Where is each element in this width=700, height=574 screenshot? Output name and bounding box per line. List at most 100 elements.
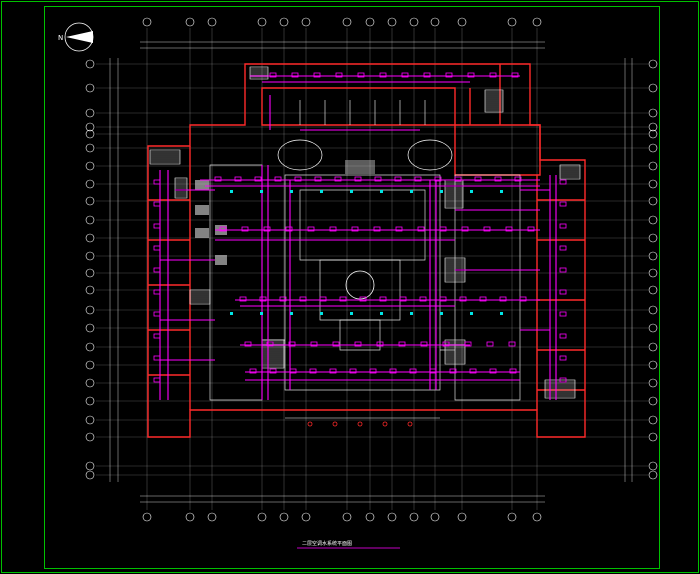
valve-marker <box>440 190 443 193</box>
fan-coil-unit <box>559 311 567 317</box>
grid-bubble-bottom <box>185 512 195 522</box>
fan-coil-unit <box>420 341 428 347</box>
grid-bubble-right <box>648 59 658 69</box>
fan-coil-unit <box>357 72 365 78</box>
grid-bubble-right <box>648 83 658 93</box>
grid-bubble-top <box>279 17 289 27</box>
shaded-area <box>215 255 227 265</box>
fan-coil-unit <box>339 296 347 302</box>
grid-bubble-right <box>648 233 658 243</box>
fan-coil-unit <box>376 341 384 347</box>
fan-coil-unit <box>153 223 161 229</box>
entrance-column <box>382 421 388 427</box>
valve-marker <box>320 190 323 193</box>
fan-coil-unit <box>153 289 161 295</box>
valve-marker <box>470 190 473 193</box>
exterior-wall <box>147 63 586 438</box>
fan-coil-unit <box>389 368 397 374</box>
grid-bubble-bottom <box>257 512 267 522</box>
stair-block <box>189 289 211 305</box>
grid-bubble-bottom <box>532 512 542 522</box>
grid-bubble-bottom <box>430 512 440 522</box>
grid-bubble-right <box>648 415 658 425</box>
grid-bubble-left <box>85 161 95 171</box>
fan-coil-unit <box>379 72 387 78</box>
stair-block <box>149 149 181 165</box>
grid-bubble-left <box>85 342 95 352</box>
partition <box>299 100 426 125</box>
fan-coil-unit <box>244 341 252 347</box>
grid-bubble-top <box>185 17 195 27</box>
fan-coil-unit <box>329 368 337 374</box>
fan-coil-unit <box>299 296 307 302</box>
fan-coil-unit <box>153 201 161 207</box>
fan-coil-unit <box>285 226 293 232</box>
fan-coil-unit <box>153 355 161 361</box>
fan-coil-unit <box>442 341 450 347</box>
hvac-pipes <box>159 75 557 400</box>
grid-bubble-right <box>648 268 658 278</box>
grid-bubble-right <box>648 342 658 352</box>
grid-bubble-bottom <box>301 512 311 522</box>
grid-bubble-bottom <box>342 512 352 522</box>
valve-marker <box>350 312 353 315</box>
grid-bubble-bottom <box>279 512 289 522</box>
fan-coil-unit <box>419 296 427 302</box>
partition <box>209 164 263 401</box>
grid-bubble-right <box>648 470 658 480</box>
fan-coil-unit <box>249 368 257 374</box>
fan-coil-unit <box>241 226 249 232</box>
fan-coil-unit <box>269 72 277 78</box>
fan-coil-unit <box>439 296 447 302</box>
fan-coil-unit <box>474 176 482 182</box>
grid-bubble-left <box>85 323 95 333</box>
fan-coil-unit <box>374 176 382 182</box>
partition <box>262 239 455 351</box>
grid-bubble-left <box>85 108 95 118</box>
fan-coil-unit <box>214 176 222 182</box>
fan-coil-unit <box>254 176 262 182</box>
grid-bubble-top <box>142 17 152 27</box>
partition <box>454 174 521 401</box>
fan-coil-unit <box>279 296 287 302</box>
fan-coil-unit <box>309 368 317 374</box>
fan-coil-unit <box>269 368 277 374</box>
fan-coil-unit <box>559 223 567 229</box>
fan-coil-unit <box>379 296 387 302</box>
fan-coil-unit <box>514 176 522 182</box>
grid-bubble-top <box>387 17 397 27</box>
fan-coil-unit <box>423 72 431 78</box>
entrance-column <box>357 421 363 427</box>
grid-bubble-bottom <box>457 512 467 522</box>
valve-marker <box>440 312 443 315</box>
grid-bubble-top <box>457 17 467 27</box>
exterior-wall <box>148 199 190 376</box>
grid-bubble-bottom <box>142 512 152 522</box>
fan-coil-unit <box>519 296 527 302</box>
fan-coil-unit <box>464 341 472 347</box>
fan-coil-unit <box>263 226 271 232</box>
valve-marker <box>260 190 263 193</box>
fan-coil-unit <box>313 72 321 78</box>
fan-coil-unit <box>434 176 442 182</box>
fan-coil-unit <box>401 72 409 78</box>
fan-coil-unit <box>479 296 487 302</box>
grid-bubble-bottom <box>387 512 397 522</box>
exterior-wall <box>469 64 501 125</box>
exterior-wall <box>454 124 541 176</box>
grid-bubble-bottom <box>409 512 419 522</box>
entrance-column <box>332 421 338 427</box>
fan-coil-unit <box>307 226 315 232</box>
grid-bubble-top <box>532 17 542 27</box>
grid-bubble-right <box>648 323 658 333</box>
fan-coil-unit <box>349 368 357 374</box>
fan-coil-unit <box>153 245 161 251</box>
grid-bubble-left <box>85 196 95 206</box>
grid-bubble-left <box>85 59 95 69</box>
fan-coil-unit <box>398 341 406 347</box>
valve-marker <box>350 190 353 193</box>
fan-coil-unit <box>414 176 422 182</box>
fan-coil-unit <box>359 296 367 302</box>
grid-bubble-top <box>507 17 517 27</box>
